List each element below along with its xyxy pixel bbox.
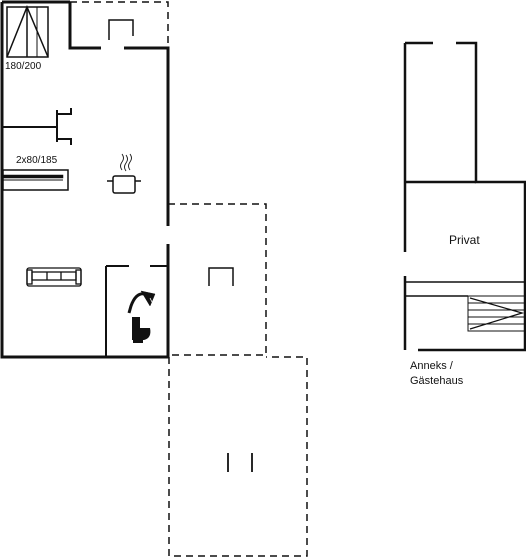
main-house xyxy=(0,0,170,359)
bench-icon xyxy=(227,453,253,472)
shower-icon xyxy=(127,290,156,314)
annex-caption-line1: Anneks / xyxy=(410,360,454,372)
top-terrace-outline xyxy=(70,1,169,48)
bunk-bed-icon xyxy=(2,169,69,191)
bed-icon xyxy=(6,5,49,58)
interior-walls xyxy=(2,108,168,357)
table-icon xyxy=(208,267,234,286)
annex-room-label: Privat xyxy=(449,233,480,247)
kitchenette-icon xyxy=(108,19,134,40)
annex-walls xyxy=(403,41,526,352)
annex xyxy=(403,41,526,352)
bed-size-label: 180/200 xyxy=(5,61,42,72)
toilet-icon xyxy=(132,317,151,343)
staircase-icon xyxy=(467,295,526,332)
main-house-walls xyxy=(0,0,170,359)
annex-interior-walls xyxy=(405,281,525,297)
annex-caption-line2: Gästehaus xyxy=(410,375,464,387)
bunk-bed-size-label: 2x80/185 xyxy=(16,155,58,166)
terrace-outline xyxy=(168,203,308,557)
sofa-icon xyxy=(26,267,82,287)
cooking-pot-icon xyxy=(107,153,141,194)
